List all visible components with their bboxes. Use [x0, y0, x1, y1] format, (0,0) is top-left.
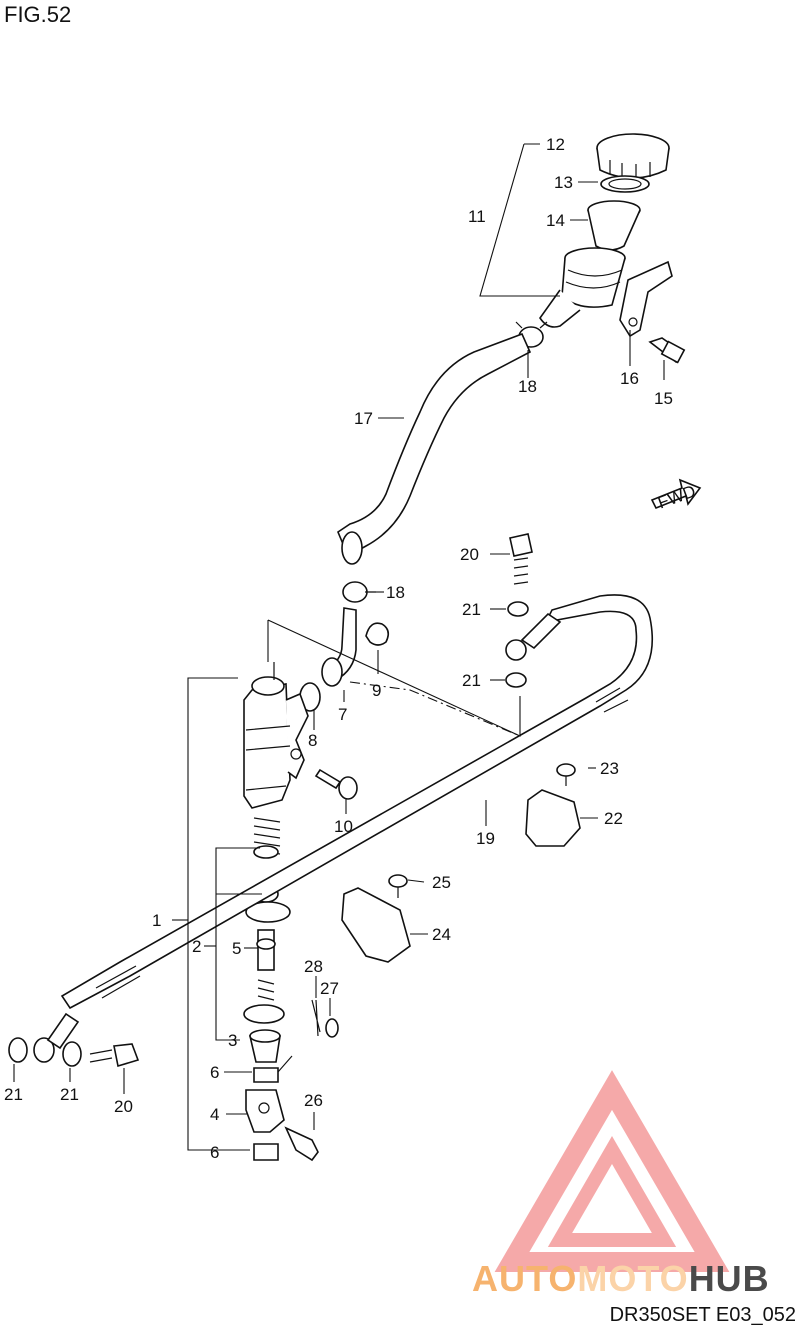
callout-26: 26	[304, 1091, 323, 1110]
callout-19: 19	[476, 829, 495, 848]
bracket-bolt	[648, 337, 686, 364]
callout-labels: 12 13 14 11 16 15 18 17 18 20 21 21 9 7 …	[4, 135, 673, 1162]
callout-2: 2	[192, 937, 201, 956]
callout-20-upper: 20	[460, 545, 479, 564]
callout-24: 24	[432, 925, 451, 944]
callout-12: 12	[546, 135, 565, 154]
callout-23: 23	[600, 759, 619, 778]
callout-16: 16	[620, 369, 639, 388]
washer-pin	[325, 1018, 339, 1038]
callout-13: 13	[554, 173, 573, 192]
watermark-moto: MOTO	[577, 1258, 689, 1299]
callout-20-lower: 20	[114, 1097, 133, 1116]
callout-28: 28	[304, 957, 323, 976]
lock-nut-lower	[253, 1143, 279, 1161]
callout-6-upper: 6	[210, 1063, 219, 1082]
callout-21-lower-a: 21	[4, 1085, 23, 1104]
push-rod-clevis	[245, 1089, 285, 1133]
reservoir-diaphragm	[587, 200, 641, 251]
callout-1: 1	[152, 911, 161, 930]
push-rod-boot	[248, 1029, 281, 1063]
union-bolt-upper	[509, 533, 533, 585]
callout-8: 8	[308, 731, 317, 750]
callout-6-lower: 6	[210, 1143, 219, 1162]
screw-lower	[388, 874, 408, 898]
callout-21-lower-b: 21	[60, 1085, 79, 1104]
callout-11: 11	[468, 207, 486, 226]
reservoir-bracket	[619, 260, 673, 338]
hose-guide-upper	[525, 789, 581, 847]
union-bolt-lower	[89, 1043, 140, 1068]
callout-27: 27	[320, 979, 339, 998]
hose-guide-lower	[341, 887, 411, 963]
reservoir-tank	[539, 247, 626, 328]
screw-upper	[556, 763, 576, 786]
master-cylinder-body	[243, 662, 309, 809]
fwd-arrow-icon: FWD	[650, 478, 702, 513]
cotter-pin	[311, 999, 321, 1037]
callout-14: 14	[546, 211, 565, 230]
mounting-bolt	[314, 768, 358, 800]
reservoir-hose	[337, 332, 532, 558]
figure-title: FIG.52	[4, 2, 72, 27]
reservoir-diaphragm-plate	[600, 175, 650, 193]
callout-17: 17	[354, 409, 373, 428]
callout-4: 4	[210, 1105, 219, 1124]
circlip	[365, 622, 390, 646]
reservoir-cap	[596, 133, 670, 180]
callout-10: 10	[334, 817, 353, 836]
fwd-label: FWD	[655, 481, 698, 512]
callout-15: 15	[654, 389, 673, 408]
callout-21-upper-a: 21	[462, 600, 481, 619]
callout-18-upper: 18	[518, 377, 537, 396]
watermark-hub: HUB	[688, 1258, 770, 1299]
callout-25: 25	[432, 873, 451, 892]
gasket-upper-a	[507, 601, 529, 617]
piston	[256, 929, 276, 1001]
lock-nut-upper	[253, 1067, 279, 1083]
watermark-text: AUTOMOTOHUB	[472, 1258, 770, 1300]
gasket-lower-a	[8, 1037, 28, 1063]
clevis-pin	[284, 1126, 319, 1162]
gasket-upper-b	[505, 672, 527, 688]
watermark-logo	[494, 1070, 730, 1272]
leader-lines	[13, 143, 665, 1151]
circlip-lower	[243, 1004, 285, 1024]
reservoir-hose-end	[341, 531, 363, 565]
callout-5: 5	[232, 939, 241, 958]
callout-18-lower: 18	[386, 583, 405, 602]
callout-22: 22	[604, 809, 623, 828]
brake-hose	[33, 594, 654, 1063]
callout-9: 9	[372, 681, 381, 700]
figure-code: DR350SET E03_052	[609, 1304, 796, 1326]
hose-connector	[321, 607, 357, 687]
callout-3: 3	[228, 1031, 237, 1050]
callout-7: 7	[338, 705, 347, 724]
gasket-lower-b	[62, 1041, 82, 1067]
callout-21-upper-b: 21	[462, 671, 481, 690]
watermark-auto: AUTO	[472, 1258, 578, 1299]
piston-spring	[253, 817, 281, 859]
